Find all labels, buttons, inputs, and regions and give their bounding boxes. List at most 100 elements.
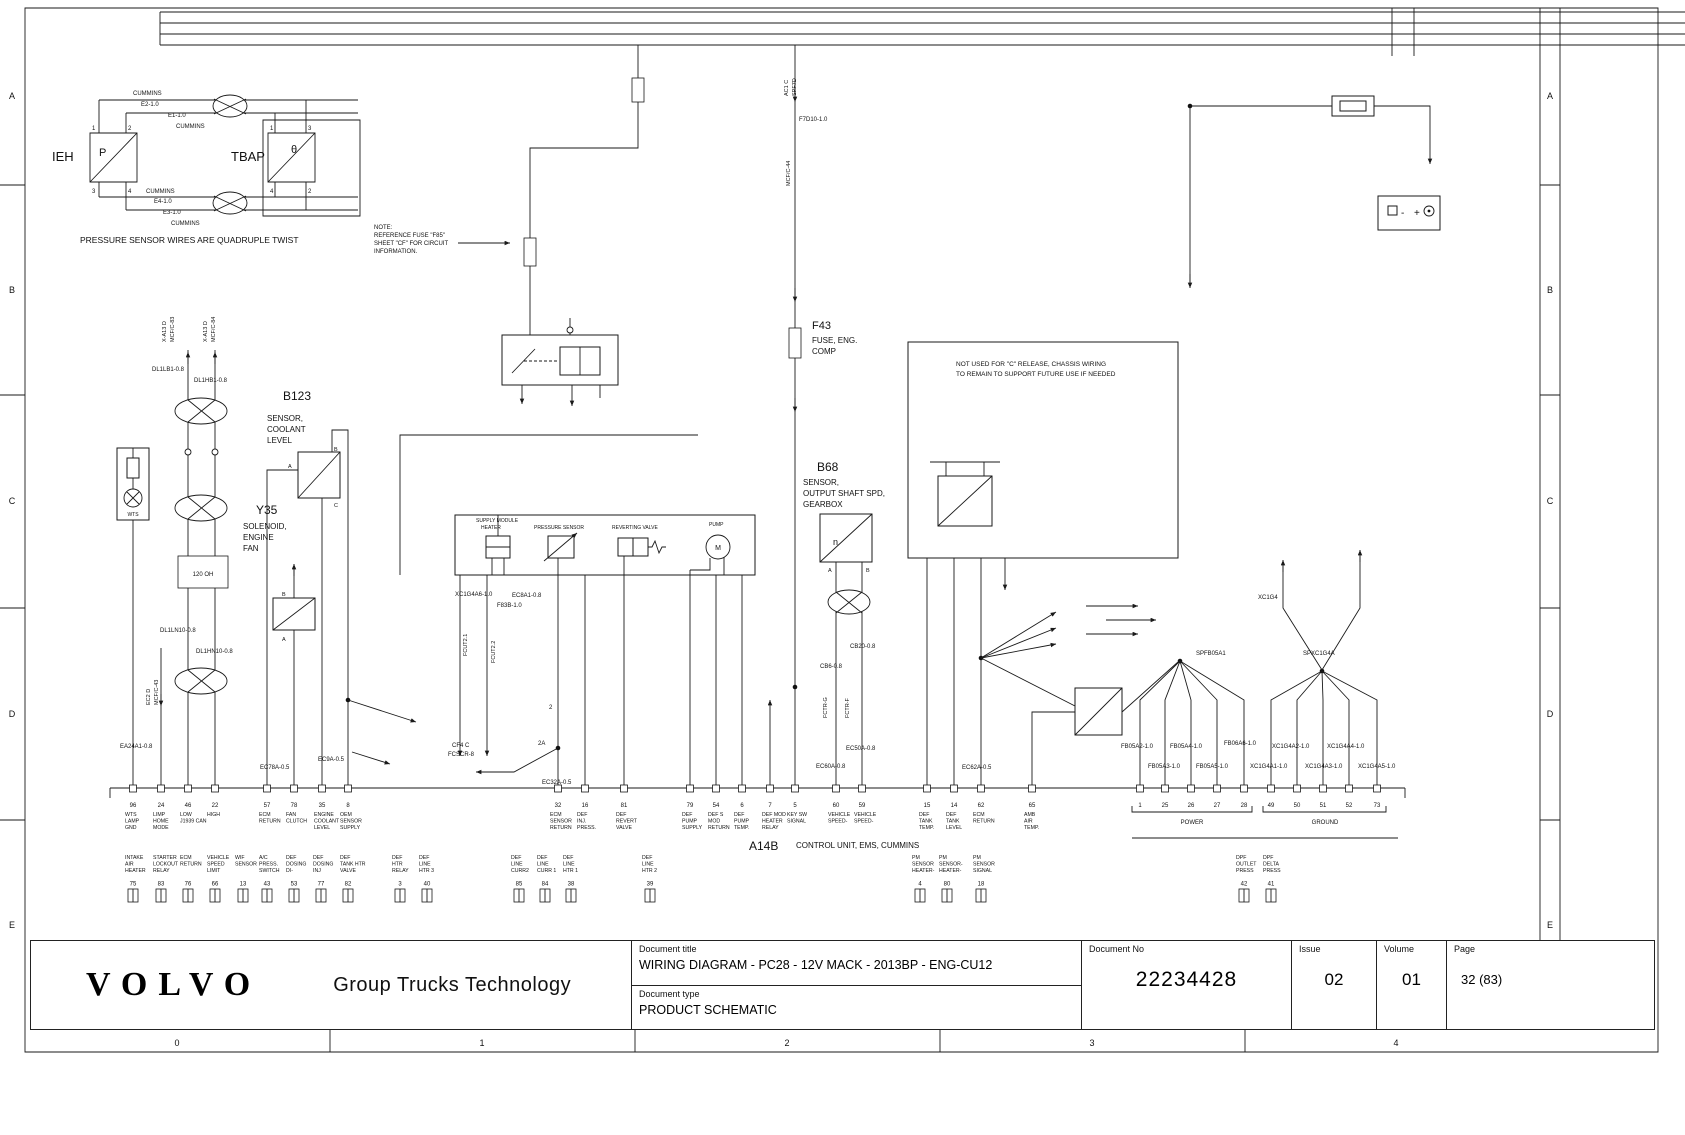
pin-label: RETURN	[550, 825, 572, 831]
wire-label: FCTR-F	[845, 698, 851, 718]
pin-label: LOCKOUT	[153, 862, 179, 868]
pin-label: SPEED	[207, 862, 225, 868]
pin-label: RETURN	[259, 819, 281, 825]
pin-number: 83	[158, 882, 165, 888]
pin-connector	[620, 784, 628, 793]
pin-connector	[1213, 784, 1221, 793]
pin-label: SPEED-	[828, 819, 848, 825]
pin-number: 39	[647, 882, 654, 888]
pin-label: DEF	[392, 855, 402, 861]
pin-number: 75	[130, 882, 137, 888]
wire-label: 2	[308, 189, 312, 195]
pin-label: ECM	[550, 812, 562, 818]
pin-label: INJ.	[577, 819, 586, 825]
pin-label: PRESS	[1236, 868, 1254, 874]
wire-label: E1-1.0	[168, 113, 186, 119]
wire-label: EC32A-0.5	[542, 780, 572, 786]
pin-label: HEATER-	[912, 868, 935, 874]
pin-label: LINE	[563, 862, 575, 868]
pin-number: 76	[185, 882, 192, 888]
wire-label: SHEET "CF" FOR CIRCUIT	[374, 241, 448, 247]
pin-label: HIGH	[207, 812, 220, 818]
wire-label: 3	[308, 126, 312, 132]
wire-label: XC1G4A2-1.0	[1272, 744, 1310, 750]
pin-connector	[950, 784, 958, 793]
pin-label: DEF	[642, 855, 652, 861]
pin-label: SENSOR-	[939, 862, 963, 868]
b68-speed-sensor-circuit	[819, 513, 873, 786]
pin-label: KEY SW	[787, 812, 807, 818]
wire-label: PUMP	[709, 522, 724, 528]
pin-label: DELTA	[1263, 862, 1279, 868]
pin-label: AMB	[1024, 812, 1036, 818]
wire-label: CF4 C	[452, 743, 470, 749]
pin-label: HTR 2	[642, 868, 657, 874]
wire-label: CB6-0.8	[820, 664, 843, 670]
wire-label: SENSOR,	[267, 414, 303, 423]
wire-label: TBAP	[231, 149, 265, 164]
pin-connector	[1187, 784, 1195, 793]
wire-label: MCF/C-44	[786, 161, 792, 186]
pin-label: DEF MOD	[762, 812, 786, 818]
wire-label: Y35	[256, 503, 278, 517]
pin-number: 59	[859, 803, 866, 809]
pin-label: HEATER-	[939, 868, 962, 874]
wire-label: -	[1401, 208, 1404, 219]
pin-connector	[554, 784, 562, 793]
pin-label: RETURN	[708, 825, 730, 831]
ground-splice-net	[1270, 550, 1378, 786]
pin-label: DPF	[1236, 855, 1246, 861]
wire-label: AC1 C	[784, 80, 790, 96]
fuse-box-symbol	[1331, 95, 1375, 117]
wire-label: E2-1.0	[141, 102, 159, 108]
wire-label: M	[715, 545, 721, 552]
frame-row-label: C	[1547, 496, 1554, 506]
pin-number: 46	[185, 803, 192, 809]
pin-number: 84	[542, 882, 549, 888]
wire-label: FCUT2.2	[491, 641, 497, 663]
wire-label: EC9A-0.5	[318, 757, 345, 763]
battery-symbol	[1377, 195, 1441, 231]
wire-label: XC1G4A5-1.0	[1358, 764, 1396, 770]
wire-label: FUSE, ENG.	[812, 336, 857, 345]
j1939-can-pair	[174, 350, 229, 786]
b68-sensor-symbol	[819, 513, 873, 563]
pin-number: 41	[1268, 882, 1275, 888]
pin-label: WTS	[125, 812, 137, 818]
f43-key-feed	[788, 45, 802, 786]
wire-label: 2	[549, 705, 553, 711]
wire-label: X-A13 D	[162, 321, 168, 342]
wire-label: DL1HN10-0.8	[196, 649, 233, 655]
frame-col-label: 2	[784, 1038, 789, 1048]
pin-label: DEF S	[708, 812, 724, 818]
pin-label: VEHICLE	[854, 812, 877, 818]
pin-number: 22	[212, 803, 219, 809]
pin-label: DEF	[537, 855, 547, 861]
pin-number: 4	[918, 882, 922, 888]
pin-label: LEVEL	[946, 825, 962, 831]
wire-label: DL1HB1-0.8	[194, 378, 228, 384]
pin-label: SENSOR	[912, 862, 934, 868]
pin-number: 7	[768, 803, 772, 809]
pin-number: 1	[1138, 803, 1142, 809]
pin-number: 77	[318, 882, 325, 888]
wire-label: A14B	[749, 839, 778, 853]
wire-label: FB05A3-1.0	[1148, 764, 1181, 770]
pin-label: HTR 3	[419, 868, 434, 874]
wire-label: WTS	[127, 512, 139, 518]
document-no-cell: Document No 22234428	[1081, 941, 1291, 1029]
wire-label: IEH	[52, 149, 74, 164]
wire-label: 2	[128, 126, 132, 132]
pin-label: HOME	[153, 819, 169, 825]
wire-label: 3	[92, 189, 96, 195]
pin-number: 14	[951, 803, 958, 809]
connector-symbol	[937, 475, 993, 527]
pin-number: 13	[240, 882, 247, 888]
pin-connector	[157, 784, 165, 793]
wire-label: C	[334, 503, 338, 509]
wire-label: MCF/C-84	[211, 317, 217, 342]
pin-label: GND	[125, 825, 137, 831]
pin-connector	[766, 784, 774, 793]
pin-label: TANK HTR	[340, 862, 366, 868]
